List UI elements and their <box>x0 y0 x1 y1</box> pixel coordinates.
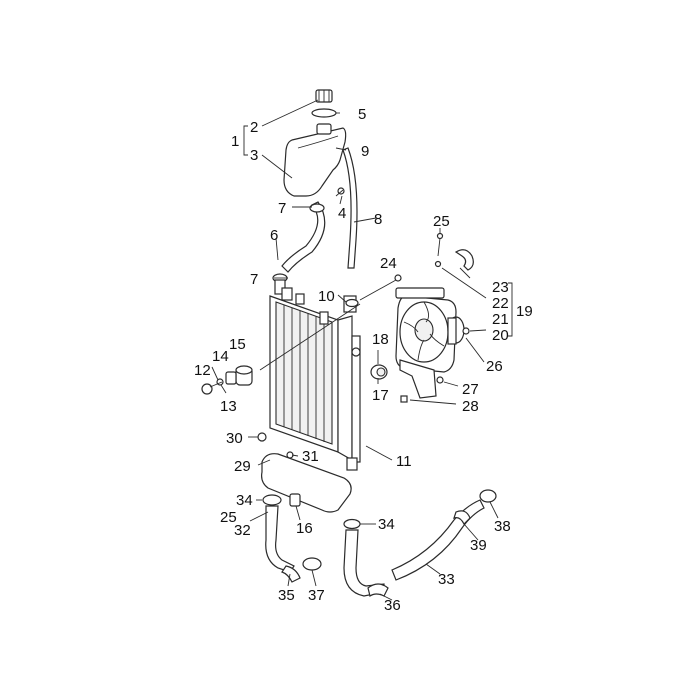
hose-clamp-38 <box>479 489 497 503</box>
callout-27: 27 <box>462 381 479 398</box>
callout-32: 32 <box>234 522 251 539</box>
callout-30: 30 <box>226 430 243 447</box>
callout-9: 9 <box>361 143 369 160</box>
lower-radiator-cover <box>261 453 352 513</box>
mount-bolt <box>201 381 223 395</box>
callout-26: 26 <box>486 358 503 375</box>
callout-6: 6 <box>270 227 278 244</box>
clamp-right <box>343 518 361 530</box>
callout-4: 4 <box>338 205 346 222</box>
callout-12: 12 <box>194 362 211 379</box>
leader-lines <box>211 99 513 601</box>
cooling-fan <box>399 301 449 363</box>
fan-motor <box>447 316 465 345</box>
radiator-mount-rubber <box>235 365 253 386</box>
callout-5: 5 <box>358 106 366 123</box>
callout-34-left: 34 <box>236 492 253 509</box>
radiator <box>269 287 361 471</box>
callout-25-lower: 25 <box>220 509 237 526</box>
callout-21: 21 <box>492 311 509 328</box>
shroud-nut <box>394 274 402 282</box>
callout-8: 8 <box>374 211 382 228</box>
callout-38: 38 <box>494 518 511 535</box>
fan-bracket <box>399 359 437 399</box>
callout-36: 36 <box>384 597 401 614</box>
lower-bolt <box>257 432 267 442</box>
bracket-nut <box>400 395 408 403</box>
callout-1: 1 <box>231 133 239 150</box>
callout-16: 16 <box>296 520 313 537</box>
callout-25-top: 25 <box>433 213 450 230</box>
callout-13: 13 <box>220 398 237 415</box>
callout-15: 15 <box>229 336 246 353</box>
fan-clip <box>454 249 474 271</box>
callout-33: 33 <box>438 571 455 588</box>
mount-spacer <box>225 371 237 385</box>
lower-hose-left <box>265 505 295 573</box>
callout-31: 31 <box>302 448 319 465</box>
callout-23: 23 <box>492 279 509 296</box>
callout-29: 29 <box>234 458 251 475</box>
hose-clamp-upper <box>309 203 325 213</box>
callout-2: 2 <box>250 119 258 136</box>
callout-39: 39 <box>470 537 487 554</box>
expansion-tank-cap <box>315 89 333 103</box>
cover-grommet <box>289 493 301 507</box>
callout-11: 11 <box>396 453 412 470</box>
callout-20: 20 <box>492 327 509 344</box>
callout-17: 17 <box>372 387 389 404</box>
clamp-left <box>262 494 282 506</box>
lower-hose-right <box>343 529 385 597</box>
hose-clamp-left-lower <box>281 565 301 583</box>
cap-seal-ring <box>311 108 337 118</box>
hose-clamp-36 <box>367 583 389 597</box>
callout-7-lower: 7 <box>250 271 258 288</box>
callout-10: 10 <box>318 288 335 305</box>
callout-19: 19 <box>516 303 533 320</box>
callout-37: 37 <box>308 587 325 604</box>
callout-24: 24 <box>380 255 397 272</box>
callout-14: 14 <box>212 348 229 365</box>
callout-7-upper: 7 <box>278 200 286 217</box>
tank-mount-screw <box>335 187 345 197</box>
hose-clamp-37 <box>302 557 322 571</box>
fan-motor-nut <box>462 327 470 335</box>
callout-35: 35 <box>278 587 295 604</box>
callout-18: 18 <box>372 331 389 348</box>
radiator-clamp <box>345 298 359 308</box>
callout-3: 3 <box>250 147 258 164</box>
drain-plug <box>370 364 388 380</box>
overflow-hose <box>342 147 358 269</box>
callout-labels: 1 2 3 5 9 4 7 8 6 7 10 25 24 23 22 19 21… <box>194 106 533 614</box>
callout-28: 28 <box>462 398 479 415</box>
callout-34-right: 34 <box>378 516 395 533</box>
bracket-screw <box>436 376 444 384</box>
radiator-inlet-pipe <box>274 279 286 295</box>
callout-22: 22 <box>492 295 509 312</box>
expansion-tank <box>283 123 347 197</box>
fan-screw-top <box>436 232 444 257</box>
shroud-screw <box>434 260 442 268</box>
